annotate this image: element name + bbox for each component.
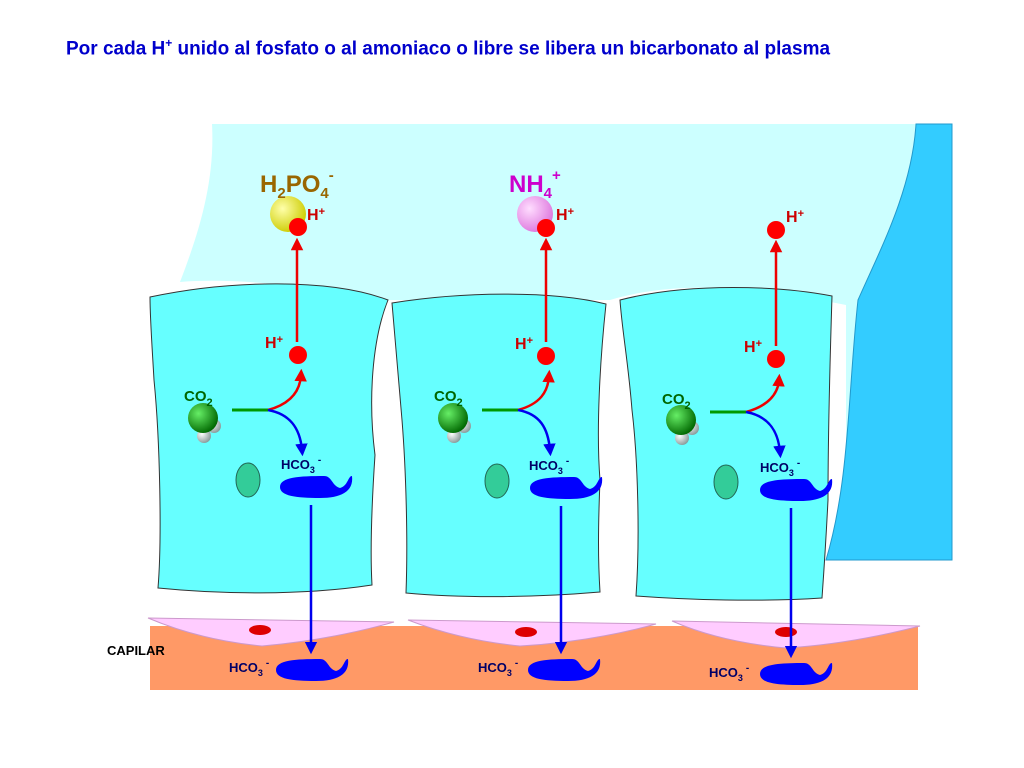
cell-nucleus-3 xyxy=(713,464,739,500)
cell-nucleus-2 xyxy=(484,463,510,499)
proton-lumen-1 xyxy=(289,218,307,236)
pathway-cell-1 xyxy=(188,196,353,681)
co2-molecule-icon xyxy=(438,403,471,443)
label-proton-lumen-3: H+ xyxy=(786,208,804,226)
bicarbonate-cell-icon-1 xyxy=(280,476,353,498)
label-phosphate: H2PO4- xyxy=(260,167,334,202)
title-text-before: Por cada H xyxy=(66,38,166,60)
page-title: Por cada H+ unido al fosfato o al amonia… xyxy=(66,36,946,61)
bicarbonate-plasma-icon-1 xyxy=(276,659,349,681)
endothelial-nucleus-3 xyxy=(775,627,797,637)
label-bicarbonate-cell-1: HCO3- xyxy=(281,455,321,475)
label-co2-2: CO2 xyxy=(434,388,463,409)
bicarbonate-plasma-icon-3 xyxy=(760,663,833,685)
label-bicarbonate-plasma-1: HCO3- xyxy=(229,658,269,678)
title-superscript: + xyxy=(165,36,173,50)
label-co2-3: CO2 xyxy=(662,391,691,412)
tubular-cell-2 xyxy=(391,293,607,598)
proton-lumen-3 xyxy=(767,221,785,239)
label-bicarbonate-plasma-3: HCO3- xyxy=(709,663,749,683)
endothelial-nucleus-1 xyxy=(249,625,271,635)
co2-molecule-icon xyxy=(188,403,221,443)
label-bicarbonate-plasma-2: HCO3- xyxy=(478,658,518,678)
proton-cell-3 xyxy=(767,350,785,368)
proton-cell-1 xyxy=(289,346,307,364)
endothelial-nucleus-2 xyxy=(515,627,537,637)
tubule-lumen xyxy=(180,124,948,560)
endothelial-cell-1 xyxy=(147,617,395,647)
title-text-after: unido al fosfato o al amoniaco o libre s… xyxy=(172,38,831,60)
pathway-cell-2 xyxy=(438,196,603,681)
tubule-wall-right xyxy=(825,123,953,561)
label-ammonium: NH4+ xyxy=(509,167,561,202)
cell-nucleus-1 xyxy=(235,462,261,498)
label-proton-lumen-2: H+ xyxy=(556,206,574,224)
tubular-cell-3 xyxy=(619,287,833,601)
label-bicarbonate-cell-2: HCO3- xyxy=(529,456,569,476)
label-co2-1: CO2 xyxy=(184,388,213,409)
proton-lumen-2 xyxy=(537,219,555,237)
pathway-cell-3 xyxy=(666,221,833,685)
label-bicarbonate-cell-3: HCO3- xyxy=(760,458,800,478)
bicarbonate-cell-icon-3 xyxy=(760,479,833,501)
label-proton-cell-2: H+ xyxy=(515,335,533,353)
tubular-cell-1 xyxy=(149,283,389,594)
label-proton-cell-1: H+ xyxy=(265,334,283,352)
bicarbonate-cell-icon-2 xyxy=(530,477,603,499)
co2-molecule-icon xyxy=(666,405,699,445)
label-proton-lumen-1: H+ xyxy=(307,206,325,224)
bicarbonate-plasma-icon-2 xyxy=(528,659,601,681)
label-proton-cell-3: H+ xyxy=(744,338,762,356)
label-capilar: CAPILAR xyxy=(107,643,165,658)
proton-cell-2 xyxy=(537,347,555,365)
